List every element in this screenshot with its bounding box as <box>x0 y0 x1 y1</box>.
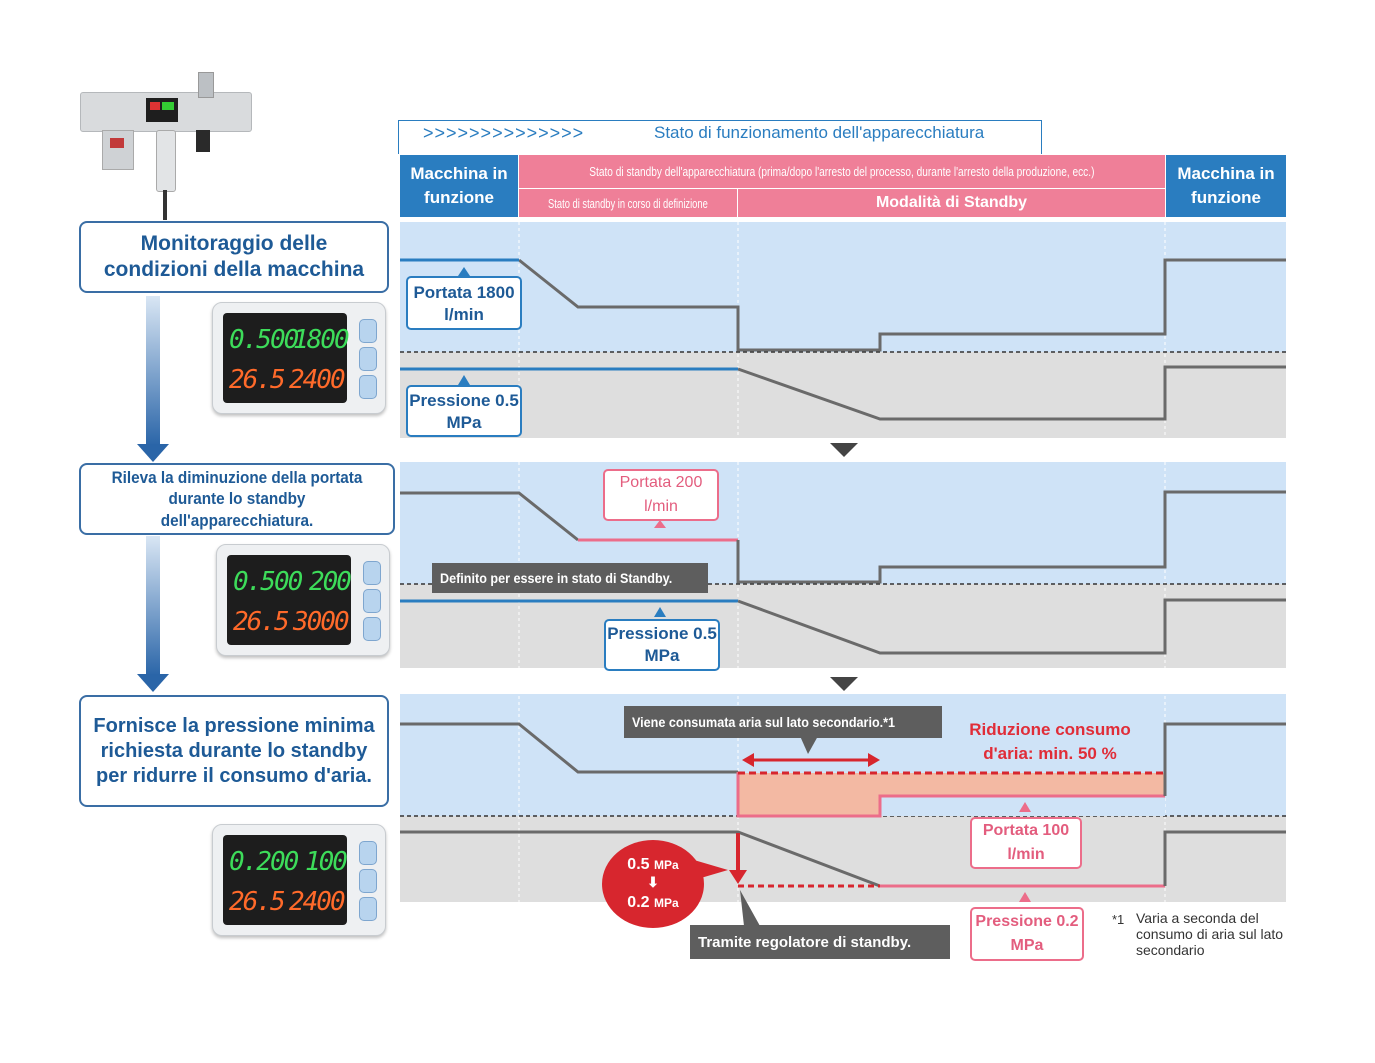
header-running-right: Macchina in funzione <box>1166 155 1286 217</box>
step-arrow-2-head <box>137 674 169 692</box>
panel2-flow-line <box>400 491 579 542</box>
panel3-pressure-label: Pressione 0.2 MPa <box>970 907 1084 961</box>
display-total: 3000 <box>293 607 350 637</box>
panel3-flow-line-pink <box>736 772 1165 818</box>
display-flow: 200 <box>309 567 352 597</box>
display-button-set[interactable] <box>359 347 377 371</box>
display-button-up[interactable] <box>359 319 377 343</box>
display-total: 2400 <box>289 887 346 917</box>
down-arrow-1 <box>830 443 858 457</box>
display-button-up[interactable] <box>363 561 381 585</box>
header-standby-mode: Modalità di Standby <box>738 189 1165 217</box>
flow-monitor-display-3: 0.200 100 26.5 2400 <box>212 824 386 936</box>
panel1-flow-line <box>518 258 1286 352</box>
panel3-flow-pointer <box>1019 802 1031 812</box>
step-arrow-2-shaft <box>146 536 160 676</box>
step-3-min-pressure: Fornisce la pressione minima richiesta d… <box>79 695 389 807</box>
air-unit-product-image <box>80 72 252 222</box>
banner-title: Stato di funzionamento dell'apparecchiat… <box>654 123 985 142</box>
display-pressure: 0.500 <box>229 325 299 355</box>
display-temp: 26.5 <box>233 607 290 637</box>
panel2-pressure-label: Pressione 0.5 MPa <box>604 619 720 671</box>
panel2-flow-pointer <box>654 520 666 528</box>
display-button-up[interactable] <box>359 841 377 865</box>
step-1-monitoring: Monitoraggio delle condizioni della macc… <box>79 221 389 293</box>
pressure-drop-arrow-head <box>729 870 747 884</box>
span-arrow-right-head <box>868 753 880 767</box>
display-temp: 26.5 <box>229 365 286 395</box>
panel3-flow-label: Portata 100 l/min <box>970 817 1082 869</box>
badge-to-value: 0.2 <box>627 894 650 911</box>
footnote-mark: *1 <box>1112 912 1125 927</box>
display-flow: 100 <box>305 847 348 877</box>
panel1-pressure-label: Pressione 0.5 MPa <box>406 385 522 437</box>
panel3-reduction-area-cut <box>880 796 1165 816</box>
step-arrow-1-shaft <box>146 296 160 446</box>
flow-monitor-display-1: 0.500 1800 26.5 2400 <box>212 302 386 414</box>
panel2-pressure-pointer <box>654 607 666 617</box>
display-button-set[interactable] <box>359 869 377 893</box>
panel2-flow-label: Portata 200 l/min <box>603 469 719 521</box>
air-reduction-label: Riduzione consumo d'aria: min. 50 % <box>969 720 1131 763</box>
pressure-change-badge: 0.5 MPa ⬇ 0.2 MPa <box>602 840 704 928</box>
panel1-flow-label: Portata 1800 l/min <box>406 276 522 330</box>
display-button-down[interactable] <box>359 375 377 399</box>
span-arrow-left-head <box>742 753 754 767</box>
operating-state-banner: >>>>>>>>>>>>>> Stato di funzionamento de… <box>398 120 1042 154</box>
panel3-pressure-bg <box>400 816 1286 902</box>
display-button-set[interactable] <box>363 589 381 613</box>
panel3-pressure-line-after <box>1163 830 1286 886</box>
panel3-pressure-pointer <box>1019 892 1031 902</box>
panel2-flow-line-after <box>736 490 1286 584</box>
display-button-down[interactable] <box>363 617 381 641</box>
step-arrow-1-head <box>137 444 169 462</box>
panel2-pressure-bg <box>400 584 1286 668</box>
callout-bottom-pointer <box>740 890 760 926</box>
panel1-flow-bg <box>400 222 1286 352</box>
callout-top-pointer <box>800 736 818 754</box>
badge-unit: MPa <box>654 896 679 910</box>
flow-monitor-display-2: 0.500 200 26.5 3000 <box>216 544 390 656</box>
badge-unit: MPa <box>654 858 679 872</box>
panel3-flow-line-after <box>1163 722 1286 796</box>
footnote-text: Varia a seconda del consumo di aria sul … <box>1136 910 1284 958</box>
display-total: 2400 <box>289 365 346 395</box>
step-2-detect-flow-drop: Rileva la diminuzione della portata dura… <box>79 463 395 535</box>
panel1-pressure-bg <box>400 352 1286 438</box>
header-standby-defining: Stato di standby in corso di definizione <box>519 189 737 217</box>
display-button-down[interactable] <box>359 897 377 921</box>
banner-arrows: >>>>>>>>>>>>>> <box>423 123 585 143</box>
panel2-standby-callout: Definito per essere in stato di Standby. <box>432 563 708 593</box>
down-arrow-2 <box>830 677 858 691</box>
standby-regulator-callout: Tramite regolatore di standby. <box>690 925 950 959</box>
panel1-pressure-line <box>737 365 1286 421</box>
header-running-left: Macchina in funzione <box>400 155 518 217</box>
panel3-consumption-callout: Viene consumata aria sul lato secondario… <box>624 706 942 738</box>
display-pressure: 0.500 <box>233 567 303 597</box>
header-standby-title: Stato di standby dell'apparecchiatura (p… <box>519 155 1165 188</box>
panel2-pressure-line <box>737 598 1286 655</box>
panel1-flow-pointer <box>458 267 470 276</box>
badge-from-value: 0.5 <box>627 856 650 873</box>
panel1-pressure-pointer <box>458 375 470 385</box>
panel3-flow-line <box>400 722 738 774</box>
display-flow: 1800 <box>293 325 350 355</box>
display-temp: 26.5 <box>229 887 286 917</box>
badge-down-arrow-icon: ⬇ <box>647 874 659 890</box>
display-pressure: 0.200 <box>229 847 299 877</box>
